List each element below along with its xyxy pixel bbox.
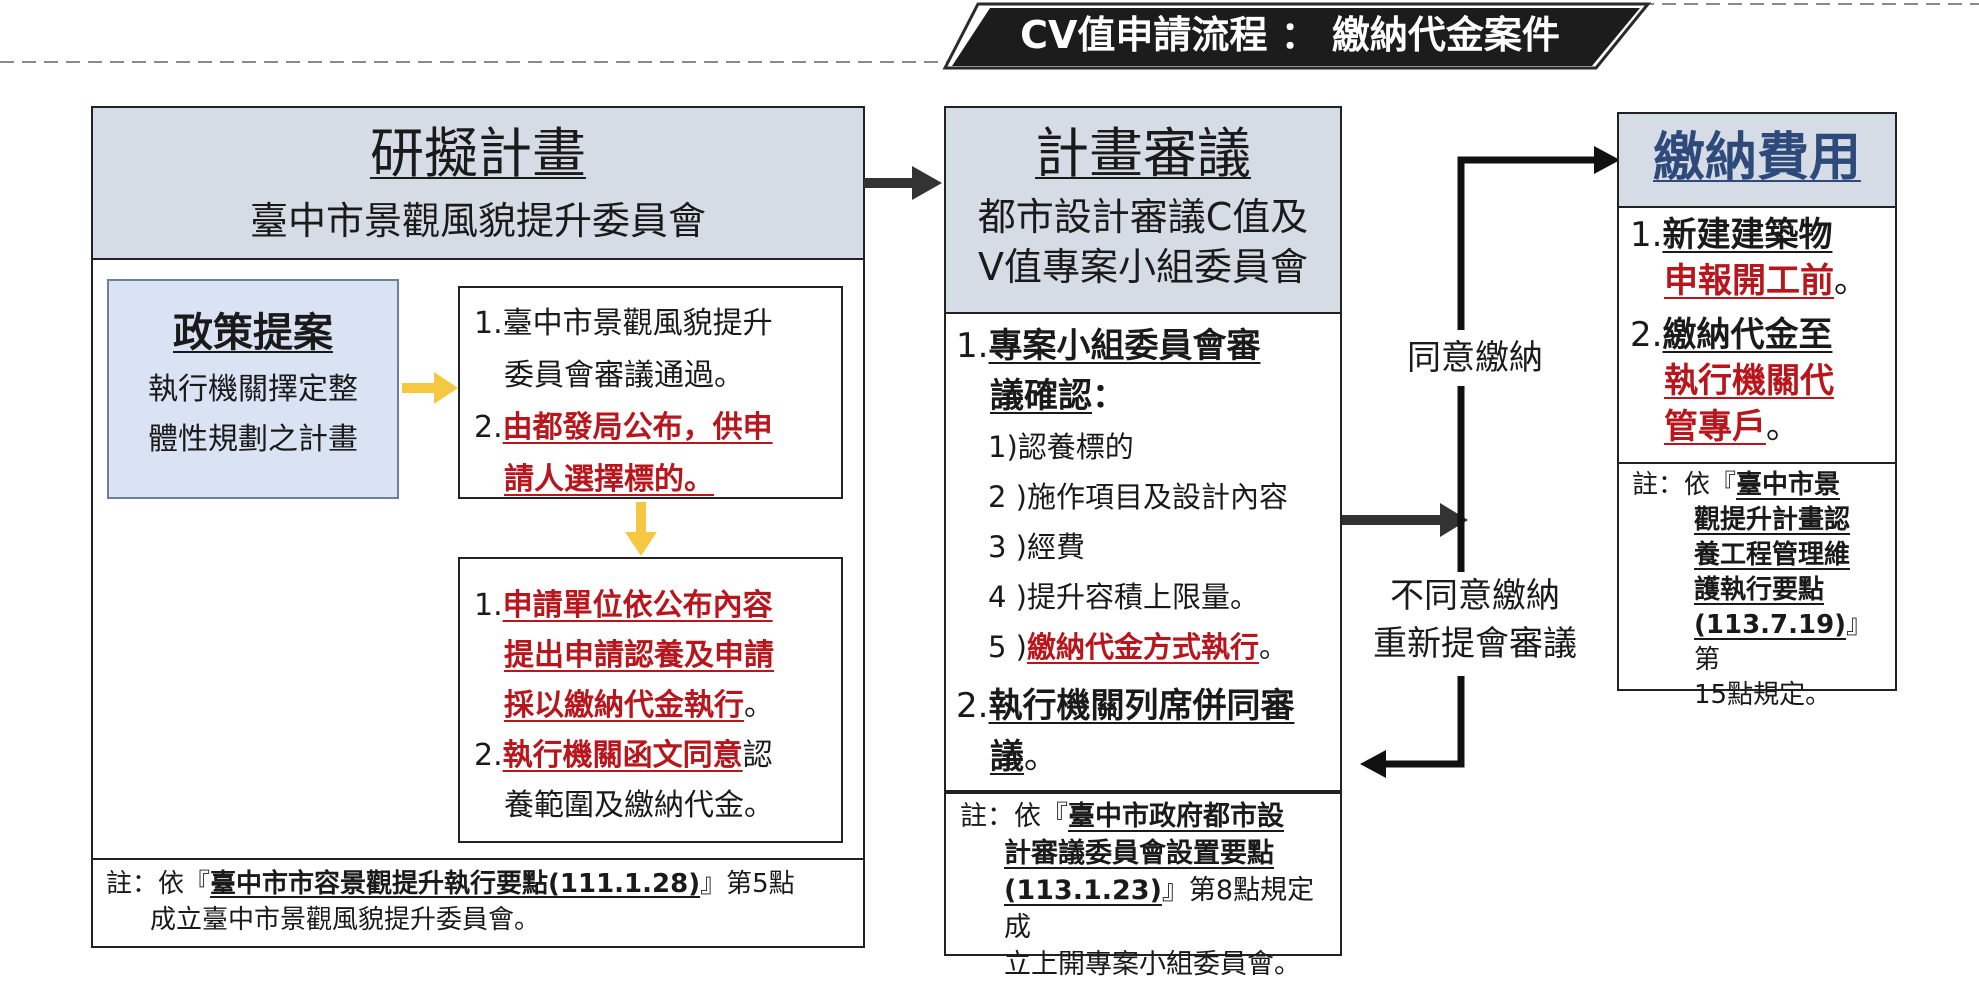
item-number: 1. [1630,215,1663,255]
item-number: 1. [956,326,989,366]
review-item-2a: 執行機關列席併同審 [988,686,1295,726]
note-reference: 養工程管理維 [1694,540,1851,570]
note-suffix: 』第5點 [700,869,795,899]
note-reference: 臺中市市容景觀提升執行要點(111.1.28) [210,869,701,899]
plan-review-title: 計畫審議 [1035,122,1251,185]
note-line4: 立上開專案小組委員會。 [1004,949,1301,980]
review-item-1a: 專案小組委員會審 [988,326,1261,366]
payment-item-1a: 新建建築物 [1662,215,1833,255]
note-line2: 成立臺中市景觀風貌提升委員會。 [150,905,541,935]
note-prefix: 註：依『 [1632,470,1737,500]
item-number: 2. [474,410,503,445]
note-suffix: 』第 [1694,610,1873,675]
note-line7: 15點規定。 [1694,680,1832,710]
yellow-arrow-down-icon [625,502,657,556]
payment-items: 1.新建建築物 申報開工前。 2.繳納代金至 執行機關代 管專戶。 [1630,212,1892,450]
plan-drafting-committee: 臺中市景觀風貌提升委員會 [249,199,706,243]
note-reference: 臺中市政府都市設 [1068,801,1284,832]
note-reference: (113.7.19) [1694,610,1847,640]
review-item-1b: 議確認 [990,376,1092,416]
policy-proposal-line1: 執行機關擇定整 [148,372,358,407]
policy-proposal-box: 政策提案 執行機關擇定整 體性規劃之計畫 [107,279,399,499]
policy-proposal-title: 政策提案 [173,310,333,356]
col3-note-divider [1617,462,1897,691]
punctuation: 。 [1024,737,1058,777]
item-number: 5 ) [988,630,1027,664]
review-subitem-2: 2 )施作項目及設計內容 [988,480,1288,514]
payment-title: 繳納費用 [1652,128,1861,188]
review-subitem-1: 1)認養標的 [988,430,1134,464]
payment-item-2a: 繳納代金至 [1662,315,1833,355]
application-item-2b: 養範圍及繳納代金。 [504,788,774,823]
title-banner [0,2,1979,70]
plan-review-items: 1.專案小組委員會審 議確認： 1)認養標的 2 )施作項目及設計內容 3 )經… [956,322,1336,782]
review-item-2b: 議 [990,737,1024,777]
decision-arrows [1342,146,1620,778]
plan-drafting-title: 研擬計畫 [370,122,586,185]
review-subitem-5: 繳納代金方式執行 [1026,630,1259,664]
disagree-label-line1: 不同意繳納 [1390,576,1560,616]
review-subitem-3: 3 )經費 [988,530,1085,564]
disagree-label-line2: 重新提會審議 [1373,624,1577,664]
item-number: 1. [474,588,503,623]
payment-panel [1617,112,1897,691]
application-item-2a-tail: 認 [742,738,773,773]
yellow-arrow-right-icon [402,372,458,404]
arrow-right-icon [864,166,942,200]
application-box: 1.申請單位依公布內容 提出申請認養及申請 採以繳納代金執行。 2.執行機關函文… [458,557,843,843]
committee-approval-box: 1.臺中市景觀風貌提升 委員會審議通過。 2.由都發局公布，供申 請人選擇標的。 [458,286,843,499]
punctuation: 。 [1766,407,1800,447]
agree-label: 同意繳納 [1375,330,1575,386]
punctuation: 。 [1834,261,1868,301]
punctuation: ： [1092,376,1126,416]
application-item-1a: 申請單位依公布內容 [502,588,773,623]
plan-drafting-header: 研擬計畫 臺中市景觀風貌提升委員會 [91,106,865,260]
punctuation: 。 [744,688,774,723]
payment-item-2c: 管專戶 [1664,407,1766,447]
note-reference: 觀提升計畫認 [1694,505,1851,535]
application-item-1b: 提出申請認養及申請 [504,638,774,673]
policy-proposal-line2: 體性規劃之計畫 [148,422,358,457]
disagree-label: 不同意繳納 重新提會審議 [1355,572,1595,676]
note-reference: 計審議委員會設置要點 [1004,838,1274,869]
review-subitem-4: 4 )提升容積上限量。 [988,580,1259,614]
approval-item-1b: 委員會審議通過。 [504,358,744,393]
payment-item-2b: 執行機關代 [1664,361,1834,401]
plan-review-sub1: 都市設計審議C值及 [977,195,1309,239]
approval-item-1a: 臺中市景觀風貌提升 [502,306,773,341]
col3-note: 註：依『臺中市景 觀提升計畫認 養工程管理維 護執行要點 (113.7.19)』… [1632,468,1894,713]
plan-review-header: 計畫審議 都市設計審議C值及 V值專案小組委員會 [944,106,1342,314]
item-number: 2. [956,686,989,726]
payment-header: 繳納費用 [1617,112,1897,208]
note-prefix: 註：依『 [106,869,211,899]
application-item-2a: 執行機關函文同意 [502,738,743,773]
approval-item-2a: 由都發局公布，供申 [502,410,773,445]
page-title: CV值申請流程 ： 繳納代金案件 [1020,13,1560,57]
punctuation: 。 [1259,630,1289,664]
note-reference: 臺中市景 [1736,470,1841,500]
item-number: 2. [1630,315,1663,355]
col1-note-divider [91,858,865,948]
col1-note: 註：依『臺中市市容景觀提升執行要點(111.1.28)』第5點 成立臺中市景觀風… [106,866,856,938]
payment-item-1b: 申報開工前 [1664,261,1834,301]
application-item-1c: 採以繳納代金執行 [504,688,744,723]
note-reference: (113.1.23) [1004,875,1162,906]
plan-review-sub2: V值專案小組委員會 [978,245,1308,289]
approval-item-2b: 請人選擇標的。 [504,462,714,497]
note-prefix: 註：依『 [960,801,1068,832]
item-number: 2. [474,738,503,773]
note-reference: 護執行要點 [1694,575,1825,605]
note-suffix: 』第8點規定成 [1004,875,1315,943]
item-number: 1. [474,306,503,341]
col2-note: 註：依『臺中市政府都市設 計審議委員會設置要點 (113.1.23)』第8點規定… [944,792,1342,980]
